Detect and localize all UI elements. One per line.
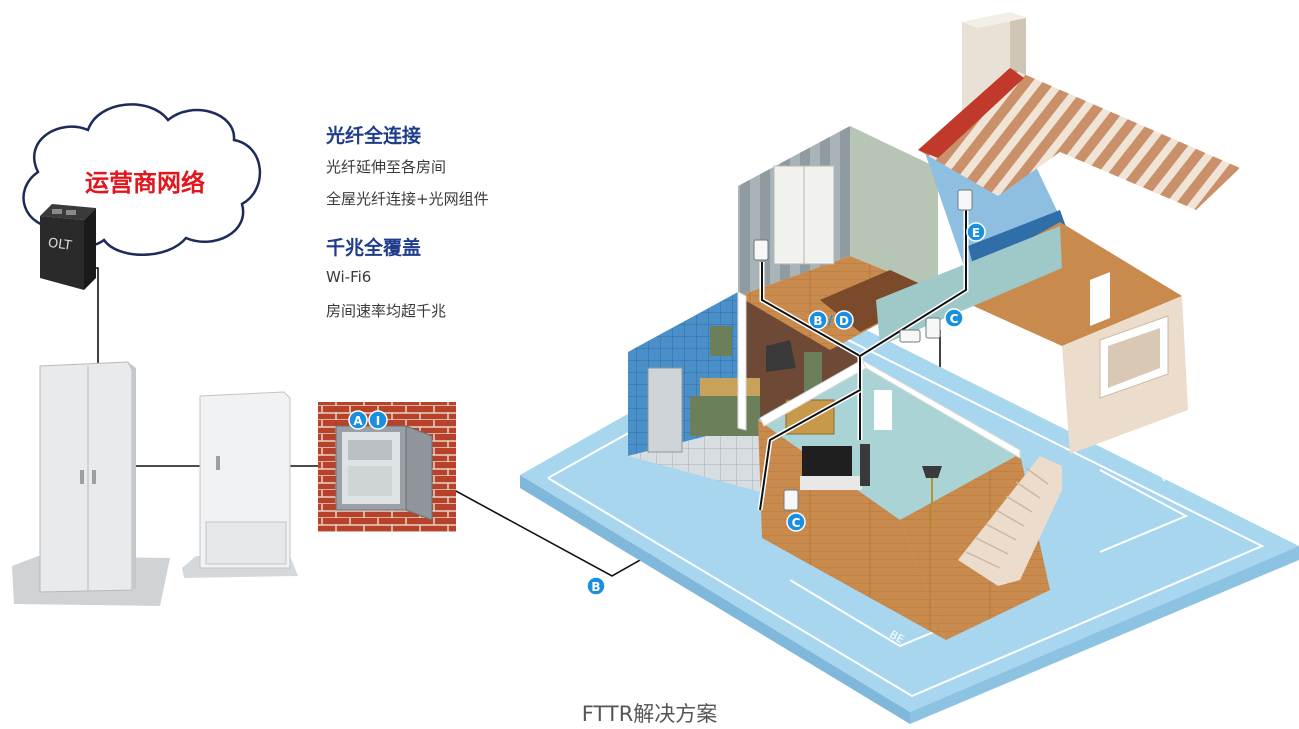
marker-c-upper: C xyxy=(944,308,964,328)
floor-label-be: BE xyxy=(887,628,906,647)
distribution-cabinet xyxy=(182,391,298,578)
roof xyxy=(918,12,1240,210)
feature-line: 光纤延伸至各房间 xyxy=(326,158,447,176)
indoor-fiber xyxy=(757,210,969,511)
router-icons xyxy=(753,189,973,511)
marker-b-lower: B xyxy=(586,576,606,596)
marker-c-lower-text: C xyxy=(792,516,801,530)
staircase xyxy=(958,456,1062,586)
diagram-caption: FTTR解决方案 xyxy=(581,702,718,726)
floor-label-bath: BATH xyxy=(1158,461,1190,484)
street-cabinet xyxy=(12,361,170,606)
marker-b-upper-text: B xyxy=(813,314,822,328)
feature-title-fiber: 光纤全连接 xyxy=(326,125,422,147)
marker-d-text: D xyxy=(839,314,849,328)
marker-c-lower: C xyxy=(786,512,806,532)
feature-line: 全屋光纤连接+光网组件 xyxy=(326,190,489,208)
marker-b-lower-text: B xyxy=(591,580,600,594)
marker-d: D xyxy=(834,310,854,330)
feature-title-gigabit: 千兆全覆盖 xyxy=(326,237,422,259)
marker-c-upper-text: C xyxy=(950,312,959,326)
interior-walls xyxy=(737,291,1021,459)
marker-i: I xyxy=(368,410,388,430)
feature-line: Wi-Fi6 xyxy=(326,268,372,286)
olt-label: OLT xyxy=(47,236,73,254)
marker-b-upper: B xyxy=(808,310,828,330)
marker-e-text: E xyxy=(972,226,980,240)
olt-device xyxy=(40,204,96,290)
marker-i-text: I xyxy=(376,414,380,428)
feature-line: 房间速率均超千兆 xyxy=(326,302,447,320)
cloud-label: 运营商网络 xyxy=(85,169,205,197)
marker-slash: / xyxy=(828,314,833,329)
marker-a-text: A xyxy=(353,414,363,428)
marker-e: E xyxy=(966,222,986,242)
marker-a: A xyxy=(348,410,368,430)
